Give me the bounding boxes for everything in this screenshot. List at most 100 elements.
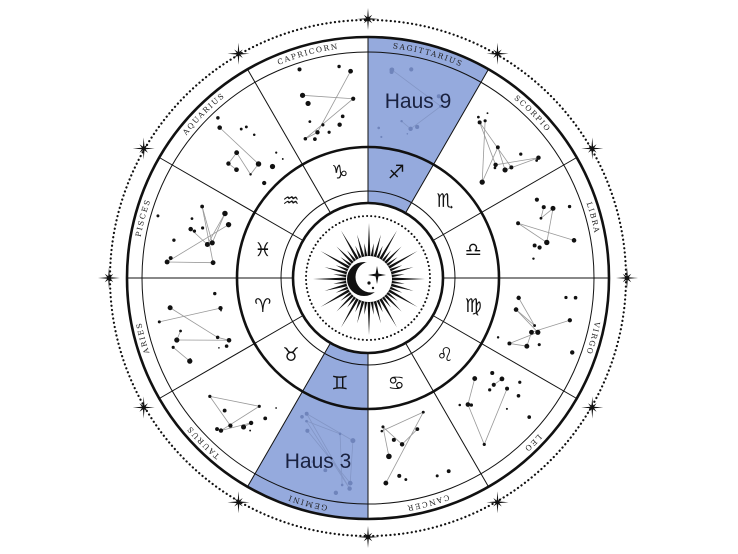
background-star [333, 490, 339, 495]
star-icon [368, 266, 386, 284]
constellation-star [415, 427, 420, 432]
constellation-star [567, 318, 572, 323]
sign-label-aries: ARIES [134, 321, 151, 356]
background-star [275, 407, 277, 409]
constellation-star [222, 210, 228, 217]
moon-cutout [355, 261, 387, 293]
constellation-star [389, 70, 394, 74]
constellation-star [305, 428, 310, 433]
constellation-star [171, 345, 175, 349]
constellation-star [482, 442, 486, 447]
constellation-star [252, 133, 256, 137]
constellation-line [467, 378, 476, 405]
constellation-star [208, 394, 212, 399]
constellation-star [174, 337, 180, 343]
constellation-star [209, 240, 215, 246]
constellation-libra [516, 197, 577, 260]
constellation-line [481, 120, 486, 183]
background-star [224, 344, 229, 348]
constellation-star [188, 226, 193, 232]
constellation-star [249, 173, 252, 176]
star-icon [132, 396, 155, 419]
constellation-star [350, 438, 356, 444]
constellation-star [516, 393, 521, 398]
background-star [493, 166, 497, 170]
star-icon [98, 267, 120, 289]
star-icon [581, 396, 604, 419]
background-star [435, 474, 439, 478]
constellation-star [347, 480, 353, 486]
constellation-line [201, 206, 213, 243]
star-icon [581, 137, 604, 160]
background-star [505, 407, 508, 410]
constellation-star [157, 320, 161, 324]
constellation-star [239, 127, 243, 131]
star-icon [357, 526, 379, 548]
star-icon [357, 8, 379, 30]
background-star [337, 122, 342, 127]
constellation-star [226, 161, 231, 166]
constellation-scorpio [477, 112, 541, 185]
constellation-star [257, 404, 261, 408]
constellation-star [477, 120, 482, 125]
constellation-line [382, 426, 403, 445]
constellation-line [219, 127, 259, 165]
constellation-star [539, 216, 543, 220]
star-icon [616, 267, 638, 289]
background-star [263, 416, 268, 421]
constellation-star [527, 415, 532, 419]
sign-label-virgo: VIRGO [584, 320, 602, 356]
taurus-icon: ♉︎ [282, 344, 299, 366]
sign-symbols: ♎︎♏︎♐︎♑︎♒︎♓︎♈︎♉︎♊︎♋︎♌︎♍︎ [254, 162, 482, 395]
constellation-star [215, 335, 220, 340]
background-star [535, 159, 539, 162]
constellation-star [348, 68, 353, 74]
constellation-aquarius [216, 116, 284, 186]
constellation-star [381, 425, 385, 429]
constellation-star [408, 126, 413, 132]
constellation-line [305, 98, 354, 140]
house-3-label: Haus 3 [285, 450, 352, 473]
libra-icon: ♎︎ [465, 239, 482, 261]
constellation-star [524, 343, 530, 349]
constellation-star [490, 370, 495, 376]
sign-label-text: ARIES [134, 321, 150, 356]
constellation-line [385, 411, 424, 484]
background-star [222, 408, 227, 413]
constellation-line [167, 261, 214, 264]
sign-label-text: LEO [522, 433, 542, 455]
constellation-star [338, 432, 342, 436]
sign-label-text: SCORPIO [513, 93, 552, 133]
constellation-star [400, 119, 403, 123]
constellation-line [172, 347, 191, 362]
constellation-star [303, 136, 308, 141]
constellation-star [513, 307, 519, 312]
constellation-star [495, 145, 500, 150]
constellation-taurus [208, 394, 277, 433]
background-star [190, 217, 194, 220]
background-star [275, 151, 278, 154]
background-star [391, 437, 396, 442]
sector-divider [247, 342, 331, 487]
constellation-star [255, 161, 262, 167]
constellation-star [516, 221, 521, 226]
background-star [469, 403, 473, 407]
background-star [297, 67, 302, 72]
constellation-line [159, 307, 221, 323]
constellation-leo [458, 370, 532, 447]
constellation-line [211, 213, 226, 243]
background-star [532, 243, 537, 248]
constellation-star [225, 221, 232, 228]
constellation-star [439, 104, 443, 108]
constellation-line [518, 297, 535, 326]
constellation-star [502, 167, 508, 173]
sector-divider [159, 157, 304, 241]
constellation-line [169, 307, 218, 338]
constellation-star [304, 411, 309, 416]
sign-label-scorpio: SCORPIO [513, 93, 553, 133]
constellation-star [340, 114, 345, 119]
constellation-line [306, 413, 354, 441]
constellation-line [382, 426, 390, 457]
sign-label-text: PISCES [134, 197, 151, 237]
star-icon [486, 42, 509, 65]
